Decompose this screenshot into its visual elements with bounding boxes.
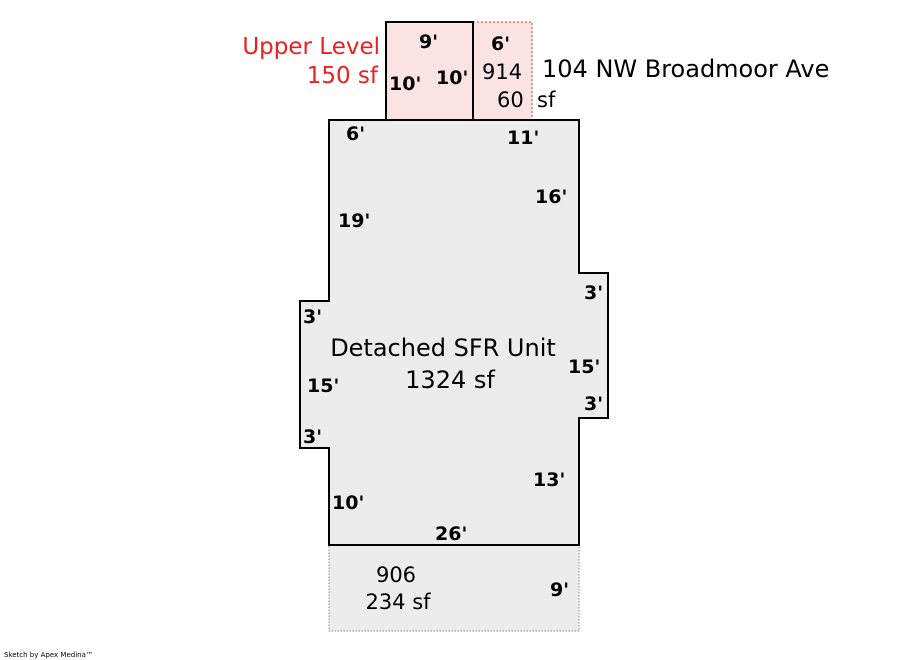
dim-upper-right: 10' [436, 67, 468, 89]
upper-level-shape [386, 22, 473, 120]
dim-bump-right-bottom: 3' [584, 393, 603, 415]
main-unit-area: 1324 sf [405, 366, 495, 394]
dim-bump-left-bottom: 3' [303, 426, 322, 448]
dim-main-left-upper: 19' [338, 210, 370, 232]
upper-level-area: 150 sf [307, 63, 379, 89]
sketch-credit: Sketch by Apex Medina™ [4, 651, 93, 659]
area-914-area-unit: sf [537, 88, 556, 112]
dim-upper-left: 10' [389, 73, 421, 95]
area-906-code: 906 [376, 563, 416, 587]
dim-main-right-lower: 13' [533, 469, 565, 491]
dim-bump-right-top: 3' [584, 282, 603, 304]
dim-main-top-left: 6' [346, 123, 365, 145]
upper-level-name: Upper Level [242, 34, 380, 60]
dim-main-bottom: 26' [435, 523, 467, 545]
main-unit-name: Detached SFR Unit [330, 334, 556, 362]
upper-level-outline [385, 21, 474, 120]
dim-upper-top: 9' [419, 31, 438, 53]
main-unit-shape [299, 119, 609, 546]
area-906-area: 234 sf [365, 590, 431, 614]
area-914-code: 914 [482, 60, 522, 84]
dim-main-left-lower: 10' [332, 492, 364, 514]
dim-main-top-right: 11' [507, 127, 539, 149]
dim-bump-right-side: 15' [568, 356, 600, 378]
dim-main-right-upper: 16' [535, 186, 567, 208]
dim-bump-left-top: 3' [303, 306, 322, 328]
dim-914-top: 6' [491, 33, 510, 55]
property-address: 104 NW Broadmoor Ave [542, 55, 829, 83]
dim-906-right: 9' [550, 579, 569, 601]
area-906-shape [328, 544, 580, 632]
area-914-shape [472, 21, 533, 121]
area-914-area-value: 60 [497, 88, 524, 112]
dim-bump-left-side: 15' [307, 375, 339, 397]
